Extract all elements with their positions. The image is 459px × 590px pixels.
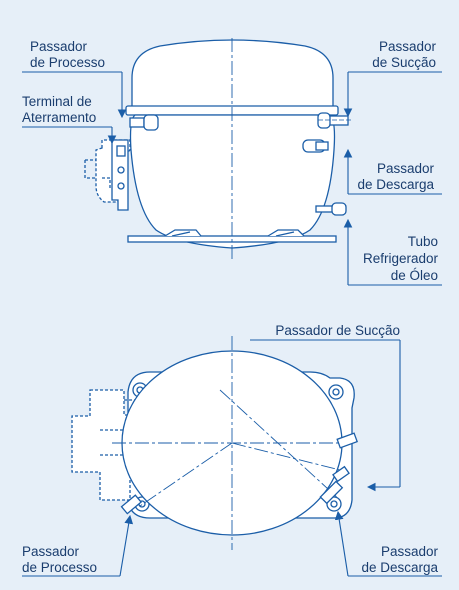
label-top-discharge-passthrough-line2: de Descarga xyxy=(361,560,438,575)
compressor-shell xyxy=(129,114,336,249)
top-view-callouts xyxy=(22,339,442,577)
process-tube xyxy=(129,117,145,128)
label-oil-cooler-line1: Tubo xyxy=(408,234,438,249)
side-view xyxy=(84,38,352,262)
ground-terminal-bracket xyxy=(111,139,129,211)
label-top-process-passthrough-line2: de Processo xyxy=(22,560,97,575)
terminal-box-top xyxy=(71,389,131,501)
label-top-process-passthrough-line1: Passador xyxy=(22,544,80,559)
label-oil-cooler-line3: de Óleo xyxy=(391,268,438,283)
label-top-discharge-passthrough-line1: Passador xyxy=(381,544,439,559)
label-discharge-passthrough-line1: Passador xyxy=(377,161,435,176)
label-suction-passthrough-line2: de Sucção xyxy=(372,55,436,70)
side-view-callouts xyxy=(22,71,442,286)
suction-tube-top xyxy=(336,432,359,449)
label-oil-cooler-line2: Refrigerador xyxy=(363,251,439,266)
mount-hole xyxy=(326,496,342,512)
compressor-dome xyxy=(131,39,334,109)
label-top-suction-passthrough: Passador de Sucção xyxy=(275,323,400,338)
discharge-tube-top xyxy=(319,480,344,505)
label-ground-terminal-line1: Terminal de xyxy=(22,94,92,109)
foot-right xyxy=(267,229,305,237)
process-tube-top xyxy=(120,494,143,515)
label-process-passthrough-line1: Passador xyxy=(30,39,88,54)
label-process-passthrough-line2: de Processo xyxy=(30,55,105,70)
label-discharge-passthrough-line2: de Descarga xyxy=(357,177,434,192)
mount-hole xyxy=(328,384,344,400)
label-ground-terminal-line2: Aterramento xyxy=(22,110,96,125)
label-suction-passthrough-line1: Passador xyxy=(379,39,437,54)
top-view xyxy=(71,336,359,550)
